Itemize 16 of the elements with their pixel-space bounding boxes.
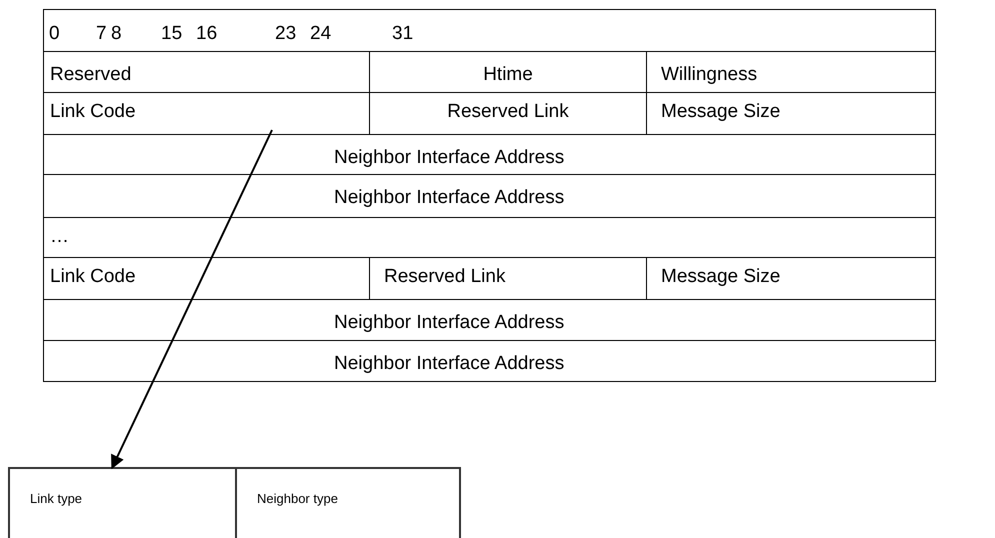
arrow [111,130,273,470]
bit-number: 0 [49,24,60,43]
subfield-cell: Link type [8,467,237,538]
bit-number: 8 [111,24,122,43]
bit-number: 23 [275,24,296,43]
bit-number: 16 [196,24,218,43]
field-cell: Neighbor Interface Address [43,299,936,341]
field-cell: Neighbor Interface Address [43,340,936,382]
bit-number: 31 [392,24,414,43]
field-cell: Neighbor Interface Address [43,174,936,218]
bit-number: 24 [310,24,332,43]
bit-number: 7 [96,24,107,43]
subfield-cell: Neighbor type [235,467,461,538]
bit-number: 15 [161,24,182,43]
field-cell: Neighbor Interface Address [43,134,936,175]
field-cell: … [43,217,936,258]
